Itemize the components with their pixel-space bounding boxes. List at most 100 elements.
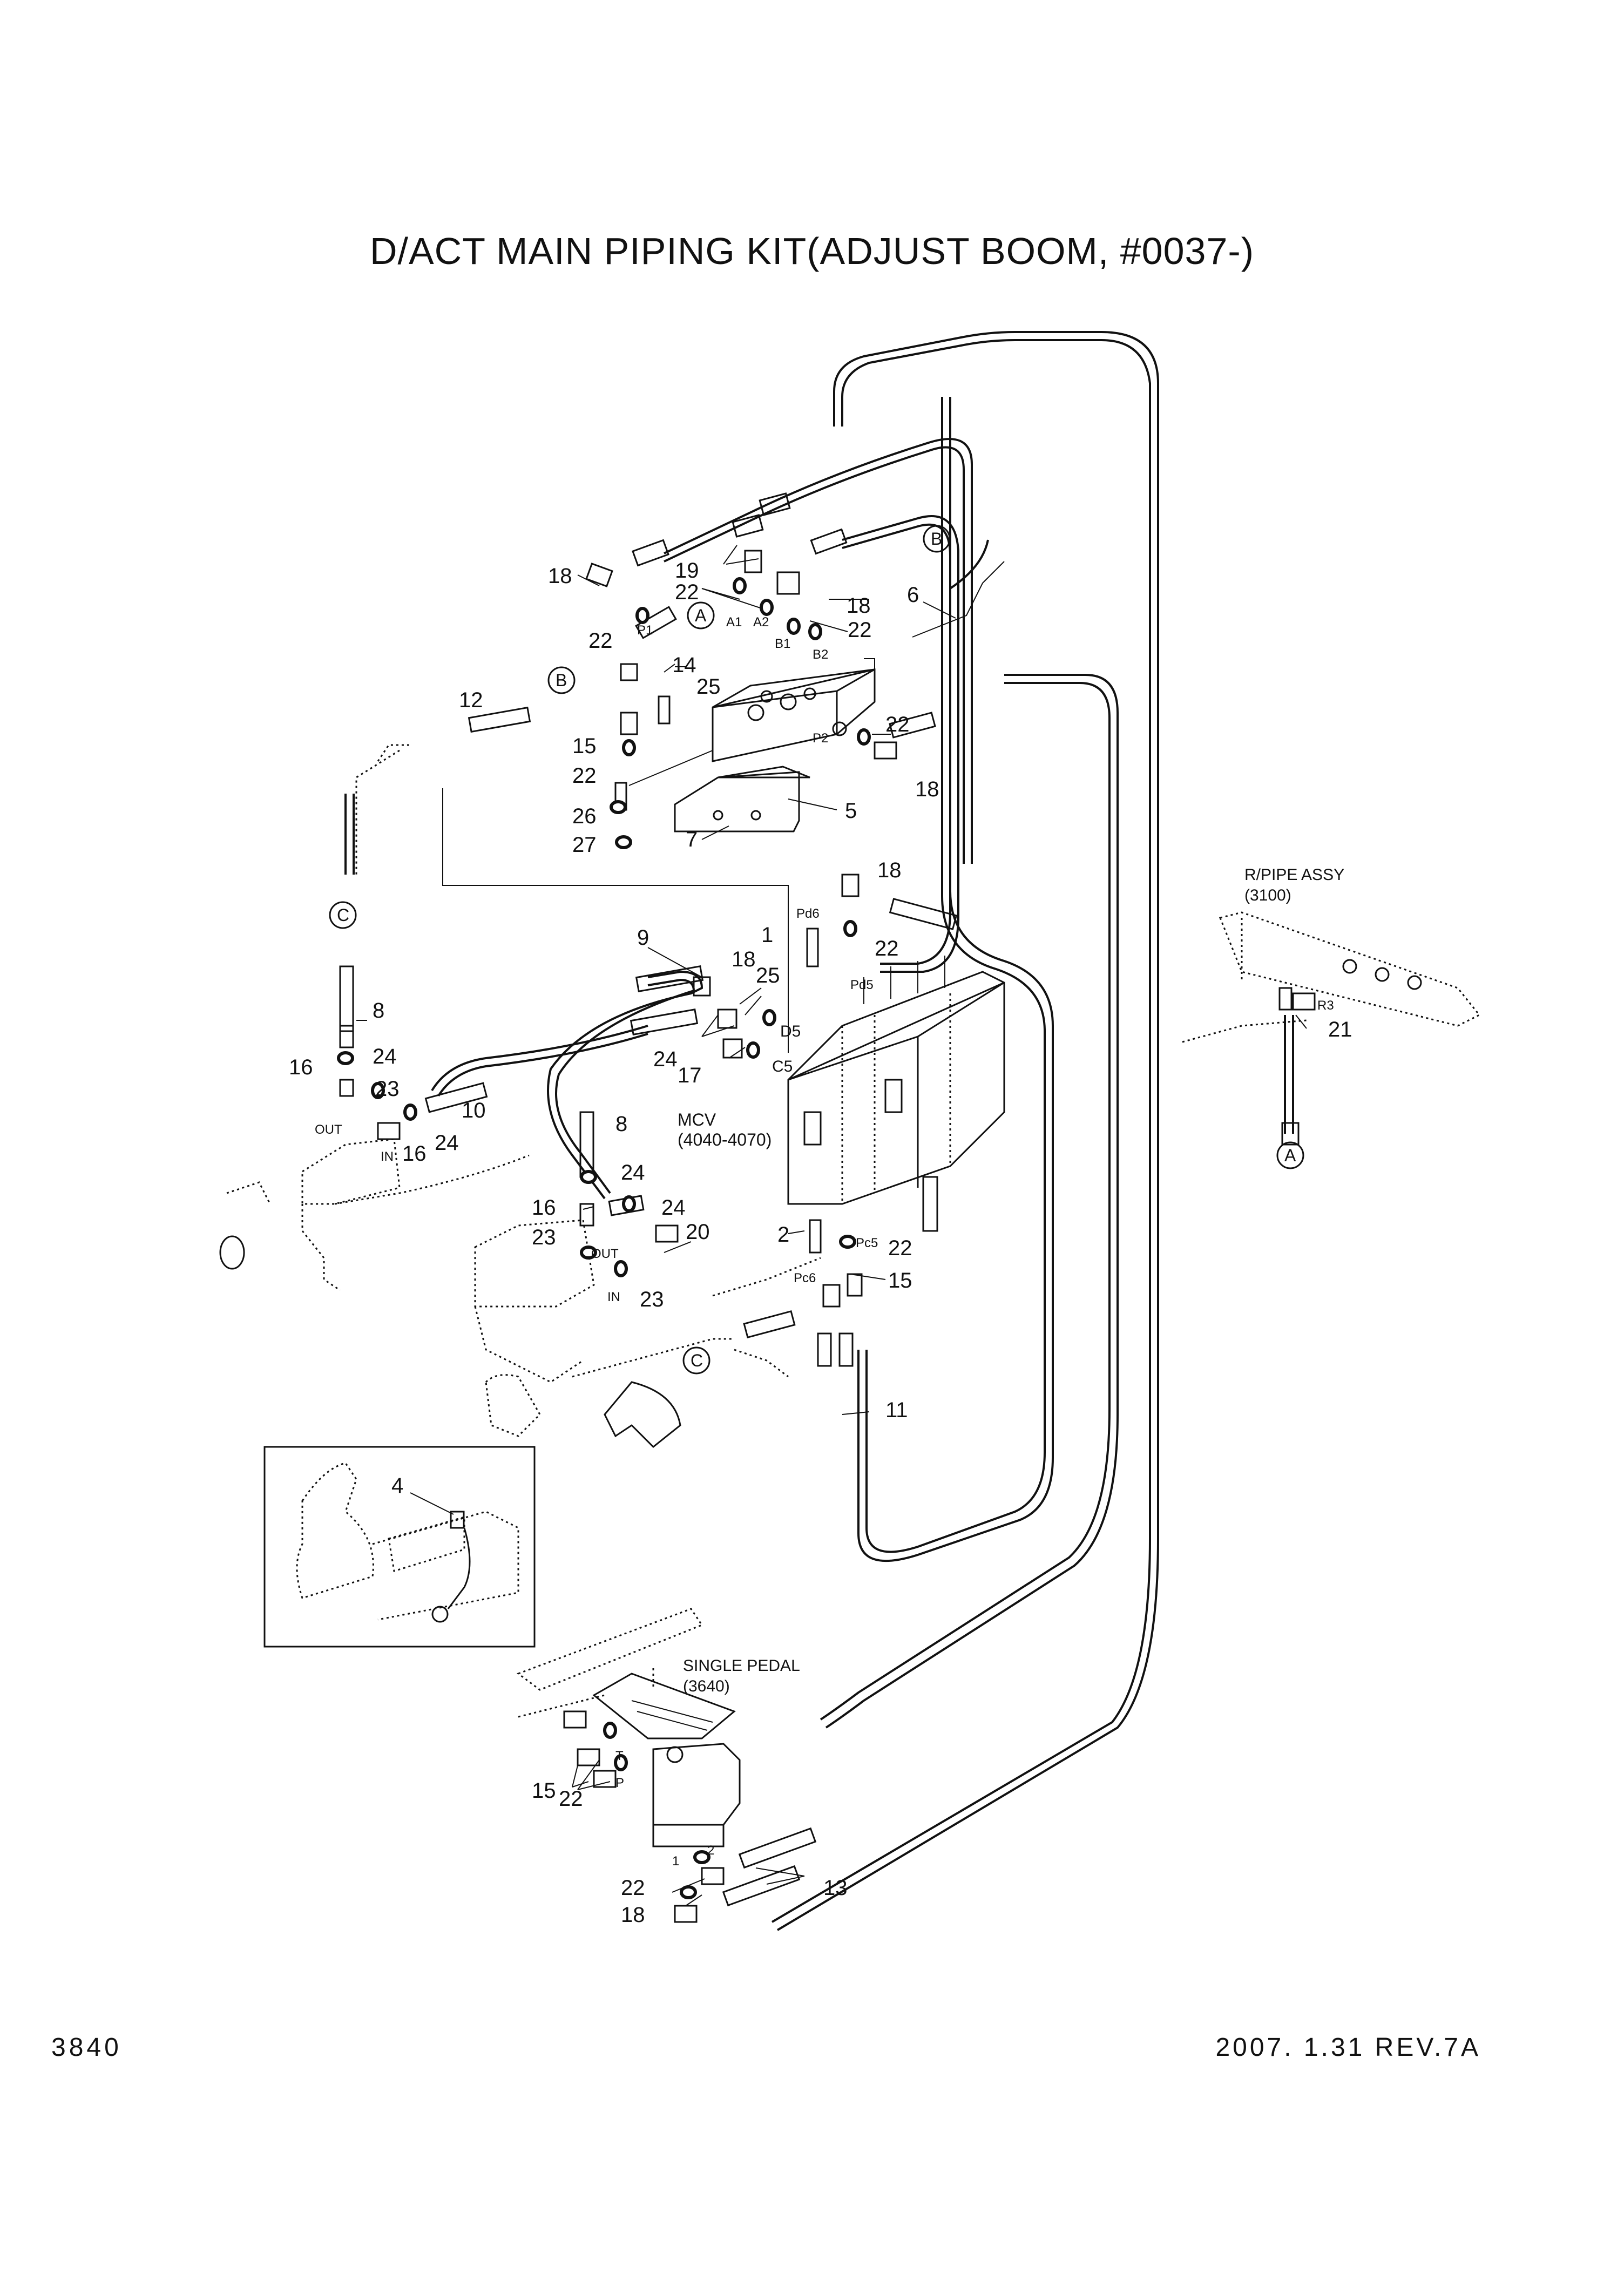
port-out1: OUT bbox=[315, 1122, 342, 1137]
port-p1: P1 bbox=[637, 623, 653, 638]
part-23a: 23 bbox=[375, 1077, 400, 1101]
part-18f: 18 bbox=[621, 1903, 645, 1927]
port-b2: B2 bbox=[813, 647, 828, 662]
port-d5: D5 bbox=[780, 1023, 801, 1040]
port-out2: OUT bbox=[591, 1247, 619, 1261]
leader-lines bbox=[356, 545, 1307, 1906]
port-c5: C5 bbox=[772, 1058, 793, 1075]
part-15b: 15 bbox=[888, 1269, 912, 1292]
part-25b: 25 bbox=[756, 964, 780, 987]
part-24e: 24 bbox=[661, 1196, 686, 1220]
main-pipe-loop bbox=[771, 331, 1159, 1931]
callout-c-mid: C bbox=[691, 1351, 703, 1370]
page-title: D/ACT MAIN PIPING KIT(ADJUST BOOM, #0037… bbox=[369, 230, 1255, 272]
left-hoses bbox=[431, 970, 703, 1200]
part-24a: 24 bbox=[373, 1045, 397, 1068]
port-pc5: Pc5 bbox=[856, 1236, 878, 1250]
o-rings bbox=[337, 577, 871, 1899]
part-8b: 8 bbox=[615, 1112, 627, 1136]
part-22h: 22 bbox=[559, 1787, 583, 1811]
part-24b: 24 bbox=[653, 1047, 678, 1071]
part-23c: 23 bbox=[640, 1288, 664, 1311]
part-15c: 15 bbox=[532, 1779, 556, 1803]
part-24d: 24 bbox=[621, 1161, 645, 1184]
part-9: 9 bbox=[637, 926, 649, 950]
mcv-body bbox=[787, 956, 1005, 1232]
part-2: 2 bbox=[777, 1223, 789, 1247]
part-22b: 22 bbox=[588, 629, 613, 653]
single-pedal bbox=[516, 1608, 741, 1847]
port-p2: P2 bbox=[813, 731, 828, 746]
part-22a: 22 bbox=[675, 580, 699, 604]
port-p: P bbox=[615, 1776, 624, 1790]
part-8a: 8 bbox=[373, 999, 384, 1023]
port-in1: IN bbox=[381, 1149, 394, 1164]
part-7: 7 bbox=[686, 828, 698, 851]
part-11: 11 bbox=[885, 1398, 908, 1422]
part-18e: 18 bbox=[732, 947, 756, 971]
page-number: 3840 bbox=[51, 2033, 122, 2062]
callout-c-left: C bbox=[337, 905, 349, 925]
port-pc6: Pc6 bbox=[794, 1271, 816, 1285]
note-mcv-ref: (4040-4070) bbox=[678, 1130, 772, 1149]
part-23b: 23 bbox=[532, 1226, 556, 1249]
part-22d: 22 bbox=[572, 764, 597, 788]
part-20: 20 bbox=[686, 1220, 710, 1244]
part-16a: 16 bbox=[289, 1055, 313, 1079]
note-mcv: MCV bbox=[678, 1110, 716, 1129]
part-22i: 22 bbox=[621, 1876, 645, 1900]
part-24c: 24 bbox=[435, 1131, 459, 1155]
port-a2: A2 bbox=[753, 615, 769, 629]
port-in2: IN bbox=[607, 1290, 620, 1304]
part-1: 1 bbox=[761, 923, 773, 947]
callout-a-right: A bbox=[1284, 1146, 1296, 1165]
inset-box bbox=[263, 1446, 536, 1648]
port-b1: B1 bbox=[775, 637, 790, 651]
port-pd5: Pd5 bbox=[850, 978, 874, 992]
part-22f: 22 bbox=[875, 937, 899, 960]
part-18d: 18 bbox=[877, 858, 902, 882]
part-22c: 22 bbox=[848, 618, 872, 642]
part-12: 12 bbox=[459, 688, 483, 712]
note-pedal: SINGLE PEDAL bbox=[683, 1657, 800, 1675]
part-16c: 16 bbox=[532, 1196, 556, 1220]
dotted-outlines bbox=[219, 744, 1481, 1448]
part-14: 14 bbox=[672, 653, 696, 677]
callout-b-mid: B bbox=[556, 671, 567, 690]
part-18c: 18 bbox=[915, 777, 939, 801]
note-rpipe: R/PIPE ASSY bbox=[1244, 866, 1344, 884]
upper-hoses bbox=[664, 438, 1005, 973]
callout-a-top: A bbox=[695, 606, 707, 625]
part-16b: 16 bbox=[402, 1142, 427, 1166]
top-valve-block bbox=[674, 658, 876, 832]
note-rpipe-ref: (3100) bbox=[1244, 886, 1291, 904]
port-r3: R3 bbox=[1317, 998, 1334, 1013]
callout-circles bbox=[329, 525, 1304, 1375]
part-22g: 22 bbox=[888, 1236, 912, 1260]
part-21: 21 bbox=[1328, 1018, 1352, 1041]
part-5: 5 bbox=[845, 799, 857, 823]
port-a1: A1 bbox=[726, 615, 742, 629]
port-1: 1 bbox=[672, 1854, 679, 1869]
part-6: 6 bbox=[907, 583, 919, 607]
part-19: 19 bbox=[675, 559, 699, 583]
fittings bbox=[339, 492, 1316, 1923]
part-13: 13 bbox=[823, 1876, 848, 1900]
part-22e: 22 bbox=[885, 713, 910, 736]
callout-b-top: B bbox=[931, 529, 942, 549]
part-10: 10 bbox=[462, 1099, 486, 1122]
port-2: 2 bbox=[707, 1843, 714, 1858]
part-17: 17 bbox=[678, 1064, 702, 1087]
note-pedal-ref: (3640) bbox=[683, 1677, 730, 1695]
port-t: T bbox=[615, 1749, 624, 1763]
part-27: 27 bbox=[572, 833, 597, 857]
part-18a: 18 bbox=[548, 564, 572, 588]
part-18b: 18 bbox=[847, 594, 871, 618]
part-25a: 25 bbox=[696, 675, 721, 699]
port-pd6: Pd6 bbox=[796, 906, 820, 921]
part-26: 26 bbox=[572, 804, 597, 828]
part-15a: 15 bbox=[572, 734, 597, 758]
part-4: 4 bbox=[391, 1474, 403, 1498]
revision-date: 2007. 1.31 REV.7A bbox=[1215, 2033, 1481, 2062]
